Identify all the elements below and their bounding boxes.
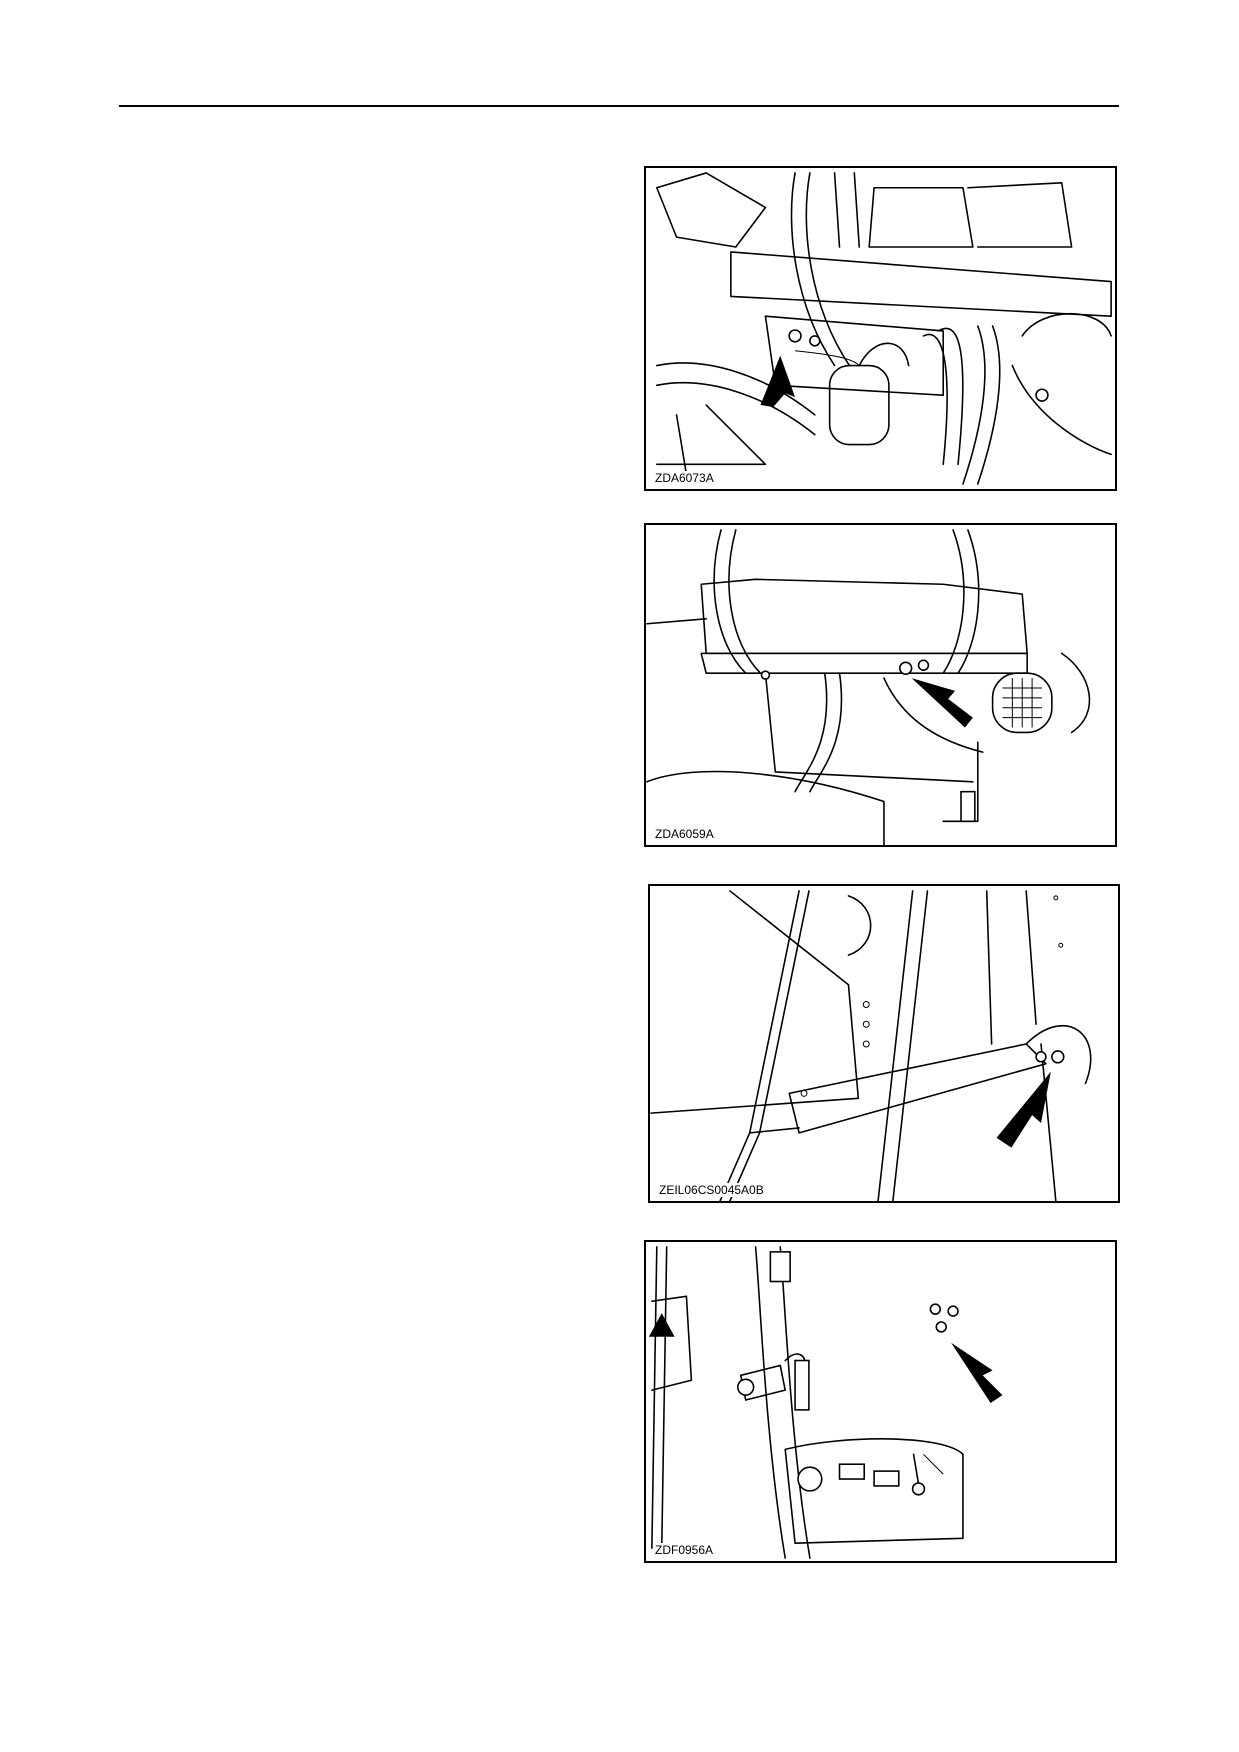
figure-engine-hoses-illustration [655,172,1112,485]
figure-code: ZDA6059A [653,827,716,841]
pointer-arrow-icon [951,1342,1003,1403]
pointer-arrow-icon [760,355,796,408]
figure-engine-hoses: ZDA6073A [644,166,1117,491]
figure-tank-underside-illustration [646,529,1091,845]
pointer-arrow-icon [996,1071,1051,1148]
figure-code: ZEIL06CS0045A0B [657,1183,766,1197]
figure-cab-panel-illustration [650,890,1092,1201]
warning-triangle-icon [648,1313,675,1337]
figure-tank-underside: ZDA6059A [644,523,1117,847]
figure-code: ZDF0956A [653,1543,716,1557]
figure-cab-panel: ZEIL06CS0045A0B [648,884,1120,1203]
figure-dashboard: ZDF0956A [644,1240,1117,1563]
pointer-arrow-icon [911,678,973,728]
header-rule [119,105,1119,107]
figure-code: ZDA6073A [653,471,716,485]
figure-dashboard-illustration [648,1246,1003,1559]
